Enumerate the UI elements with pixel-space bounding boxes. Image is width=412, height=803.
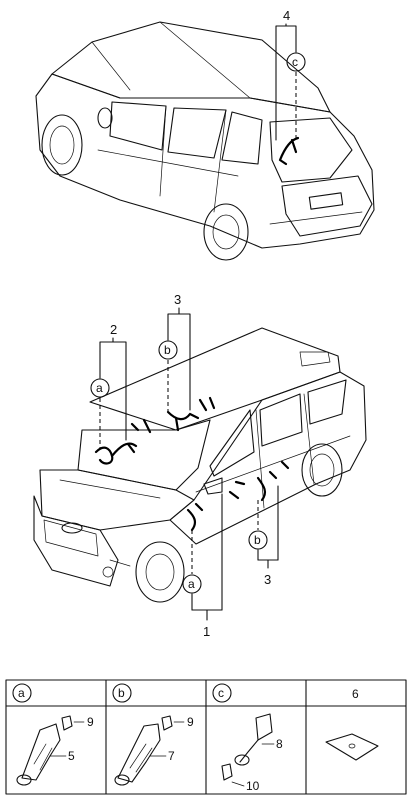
callout-2-label: 2 [110, 322, 117, 337]
callout-a-bottom-label: a [188, 577, 195, 591]
legend-cell-a: 9 5 [16, 715, 94, 786]
callout-a-top-group: a [90, 378, 110, 450]
callout-3-bottom-label: 3 [264, 572, 271, 587]
callout-4-label: 4 [283, 8, 290, 23]
legend-header-a: a [12, 683, 32, 703]
legend-cell-c-label-8: 8 [276, 737, 283, 751]
legend-cell-c: 8 10 [221, 713, 283, 793]
legend-cell-c-label-10: 10 [246, 779, 260, 793]
callout-b-side-label: b [254, 533, 261, 547]
callout-b-top-group: b [158, 340, 178, 414]
callout-3-top-label: 3 [174, 292, 181, 307]
parts-legend-table: a b c 6 9 5 9 [5, 679, 407, 795]
callout-c-top-group: c [286, 52, 306, 138]
legend-cell-b-label-7: 7 [168, 749, 175, 763]
legend-cell-a-label-9: 9 [87, 715, 94, 729]
legend-header-c: c [212, 683, 232, 703]
legend-header-6-label: 6 [352, 687, 359, 701]
callout-a-top-label: a [96, 381, 103, 395]
callout-1-label: 1 [203, 624, 210, 639]
legend-header-b: b [112, 683, 132, 703]
callout-2-group: 2 [99, 322, 127, 441]
legend-cell-b: 9 7 [114, 715, 194, 786]
legend-header-b-label: b [118, 686, 125, 700]
callout-3-top-group: 3 [167, 292, 191, 411]
callout-1-group: a 1 [182, 493, 223, 639]
callout-b-side-group: b 3 [248, 485, 279, 587]
pad-part [325, 733, 379, 761]
legend-cell-6 [325, 733, 379, 761]
legend-header-c-label: c [218, 686, 224, 700]
main-vehicle-illustration [33, 327, 367, 603]
callout-4-group: 4 [275, 8, 297, 141]
callout-c-top-label: c [292, 55, 298, 69]
callout-b-top-label: b [164, 343, 171, 357]
top-vehicle-illustration [35, 21, 375, 261]
legend-header-a-label: a [18, 686, 25, 700]
legend-cell-b-label-9: 9 [187, 715, 194, 729]
legend-cell-a-label-5: 5 [68, 749, 75, 763]
